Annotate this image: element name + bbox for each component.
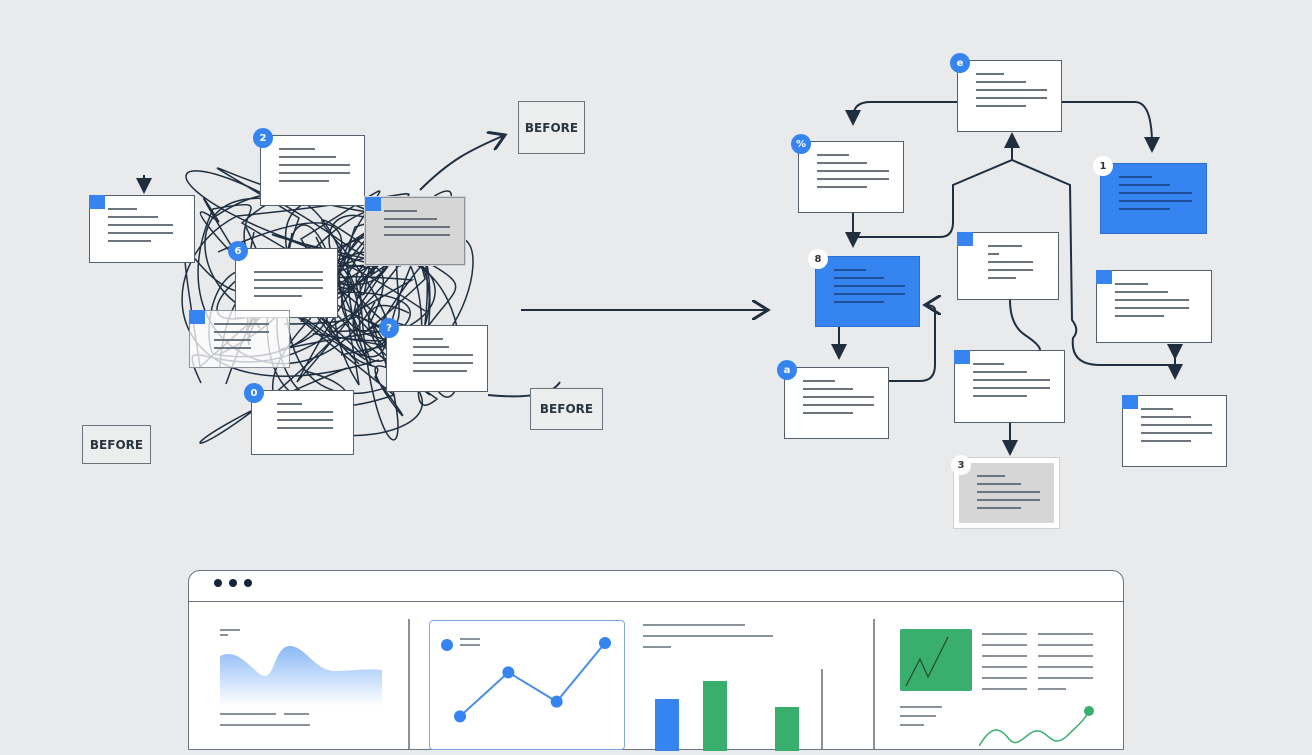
text-line xyxy=(220,713,276,715)
window-dot-icon[interactable] xyxy=(214,579,222,587)
tangled-card-faded xyxy=(189,310,290,368)
text-line xyxy=(284,713,309,715)
legend-dot xyxy=(441,639,453,651)
flow-card: a xyxy=(777,360,889,439)
series-line xyxy=(459,642,606,718)
text-line xyxy=(220,629,240,631)
tangled-card: ? xyxy=(379,318,488,392)
bar xyxy=(655,698,679,751)
corner-marker xyxy=(89,195,105,209)
tangled-card: 6 xyxy=(228,241,338,318)
corner-marker xyxy=(954,350,970,364)
step-badge: 2 xyxy=(253,128,273,148)
flow-card: % xyxy=(791,134,904,213)
text-line xyxy=(643,635,773,637)
step-badge: % xyxy=(791,134,811,154)
text-line xyxy=(220,634,228,636)
dashboard-window xyxy=(188,570,1124,751)
corner-marker xyxy=(957,232,973,246)
step-badge: e xyxy=(950,53,970,73)
corner-marker xyxy=(1096,270,1112,284)
bar xyxy=(775,707,799,751)
before-label: BEFORE xyxy=(530,388,603,430)
corner-marker xyxy=(365,197,381,211)
data-point xyxy=(454,710,466,723)
area-chart xyxy=(220,646,382,706)
text-line xyxy=(220,724,310,726)
flow-card xyxy=(957,232,1059,300)
divider xyxy=(408,619,410,749)
corner-marker xyxy=(1122,395,1138,409)
before-label: BEFORE xyxy=(518,101,585,154)
step-badge: 1 xyxy=(1093,156,1113,176)
sparkline xyxy=(979,706,1094,747)
data-point xyxy=(599,637,611,649)
step-badge: 8 xyxy=(808,249,828,269)
flow-card-highlighted: 8 xyxy=(808,249,920,327)
text-line xyxy=(643,624,745,626)
window-dot-icon[interactable] xyxy=(244,579,252,587)
data-point xyxy=(502,666,515,679)
flow-arrows xyxy=(136,101,1183,456)
trend-up-icon xyxy=(905,636,949,687)
bar-chart xyxy=(649,661,849,751)
flow-card xyxy=(1122,395,1227,467)
before-label: BEFORE xyxy=(82,425,151,464)
flow-card-highlighted: 1 xyxy=(1093,156,1207,234)
step-badge: 3 xyxy=(951,455,971,475)
tangled-card xyxy=(89,195,195,263)
step-badge: a xyxy=(777,360,797,380)
flow-card xyxy=(1096,270,1212,343)
step-badge: 6 xyxy=(228,241,248,261)
tangled-card-gray xyxy=(364,196,466,266)
step-badge: 0 xyxy=(244,383,264,403)
divider xyxy=(873,619,875,749)
flow-card-root: e xyxy=(950,53,1062,132)
window-dot-icon[interactable] xyxy=(229,579,237,587)
flow-card xyxy=(954,350,1065,423)
data-point xyxy=(550,695,563,708)
bar xyxy=(703,681,727,751)
line-chart xyxy=(441,637,611,723)
divider xyxy=(821,669,823,749)
tangle-line xyxy=(204,197,412,362)
trend-up-tile xyxy=(900,629,972,691)
tangled-card: 2 xyxy=(253,128,365,206)
flow-card-muted: 3 xyxy=(951,455,1060,529)
line-chart-card[interactable] xyxy=(429,620,625,750)
corner-marker xyxy=(189,310,205,324)
window-titlebar xyxy=(189,571,1123,602)
tangled-card: 0 xyxy=(244,383,354,455)
text-line xyxy=(643,646,671,648)
step-badge: ? xyxy=(379,318,399,338)
